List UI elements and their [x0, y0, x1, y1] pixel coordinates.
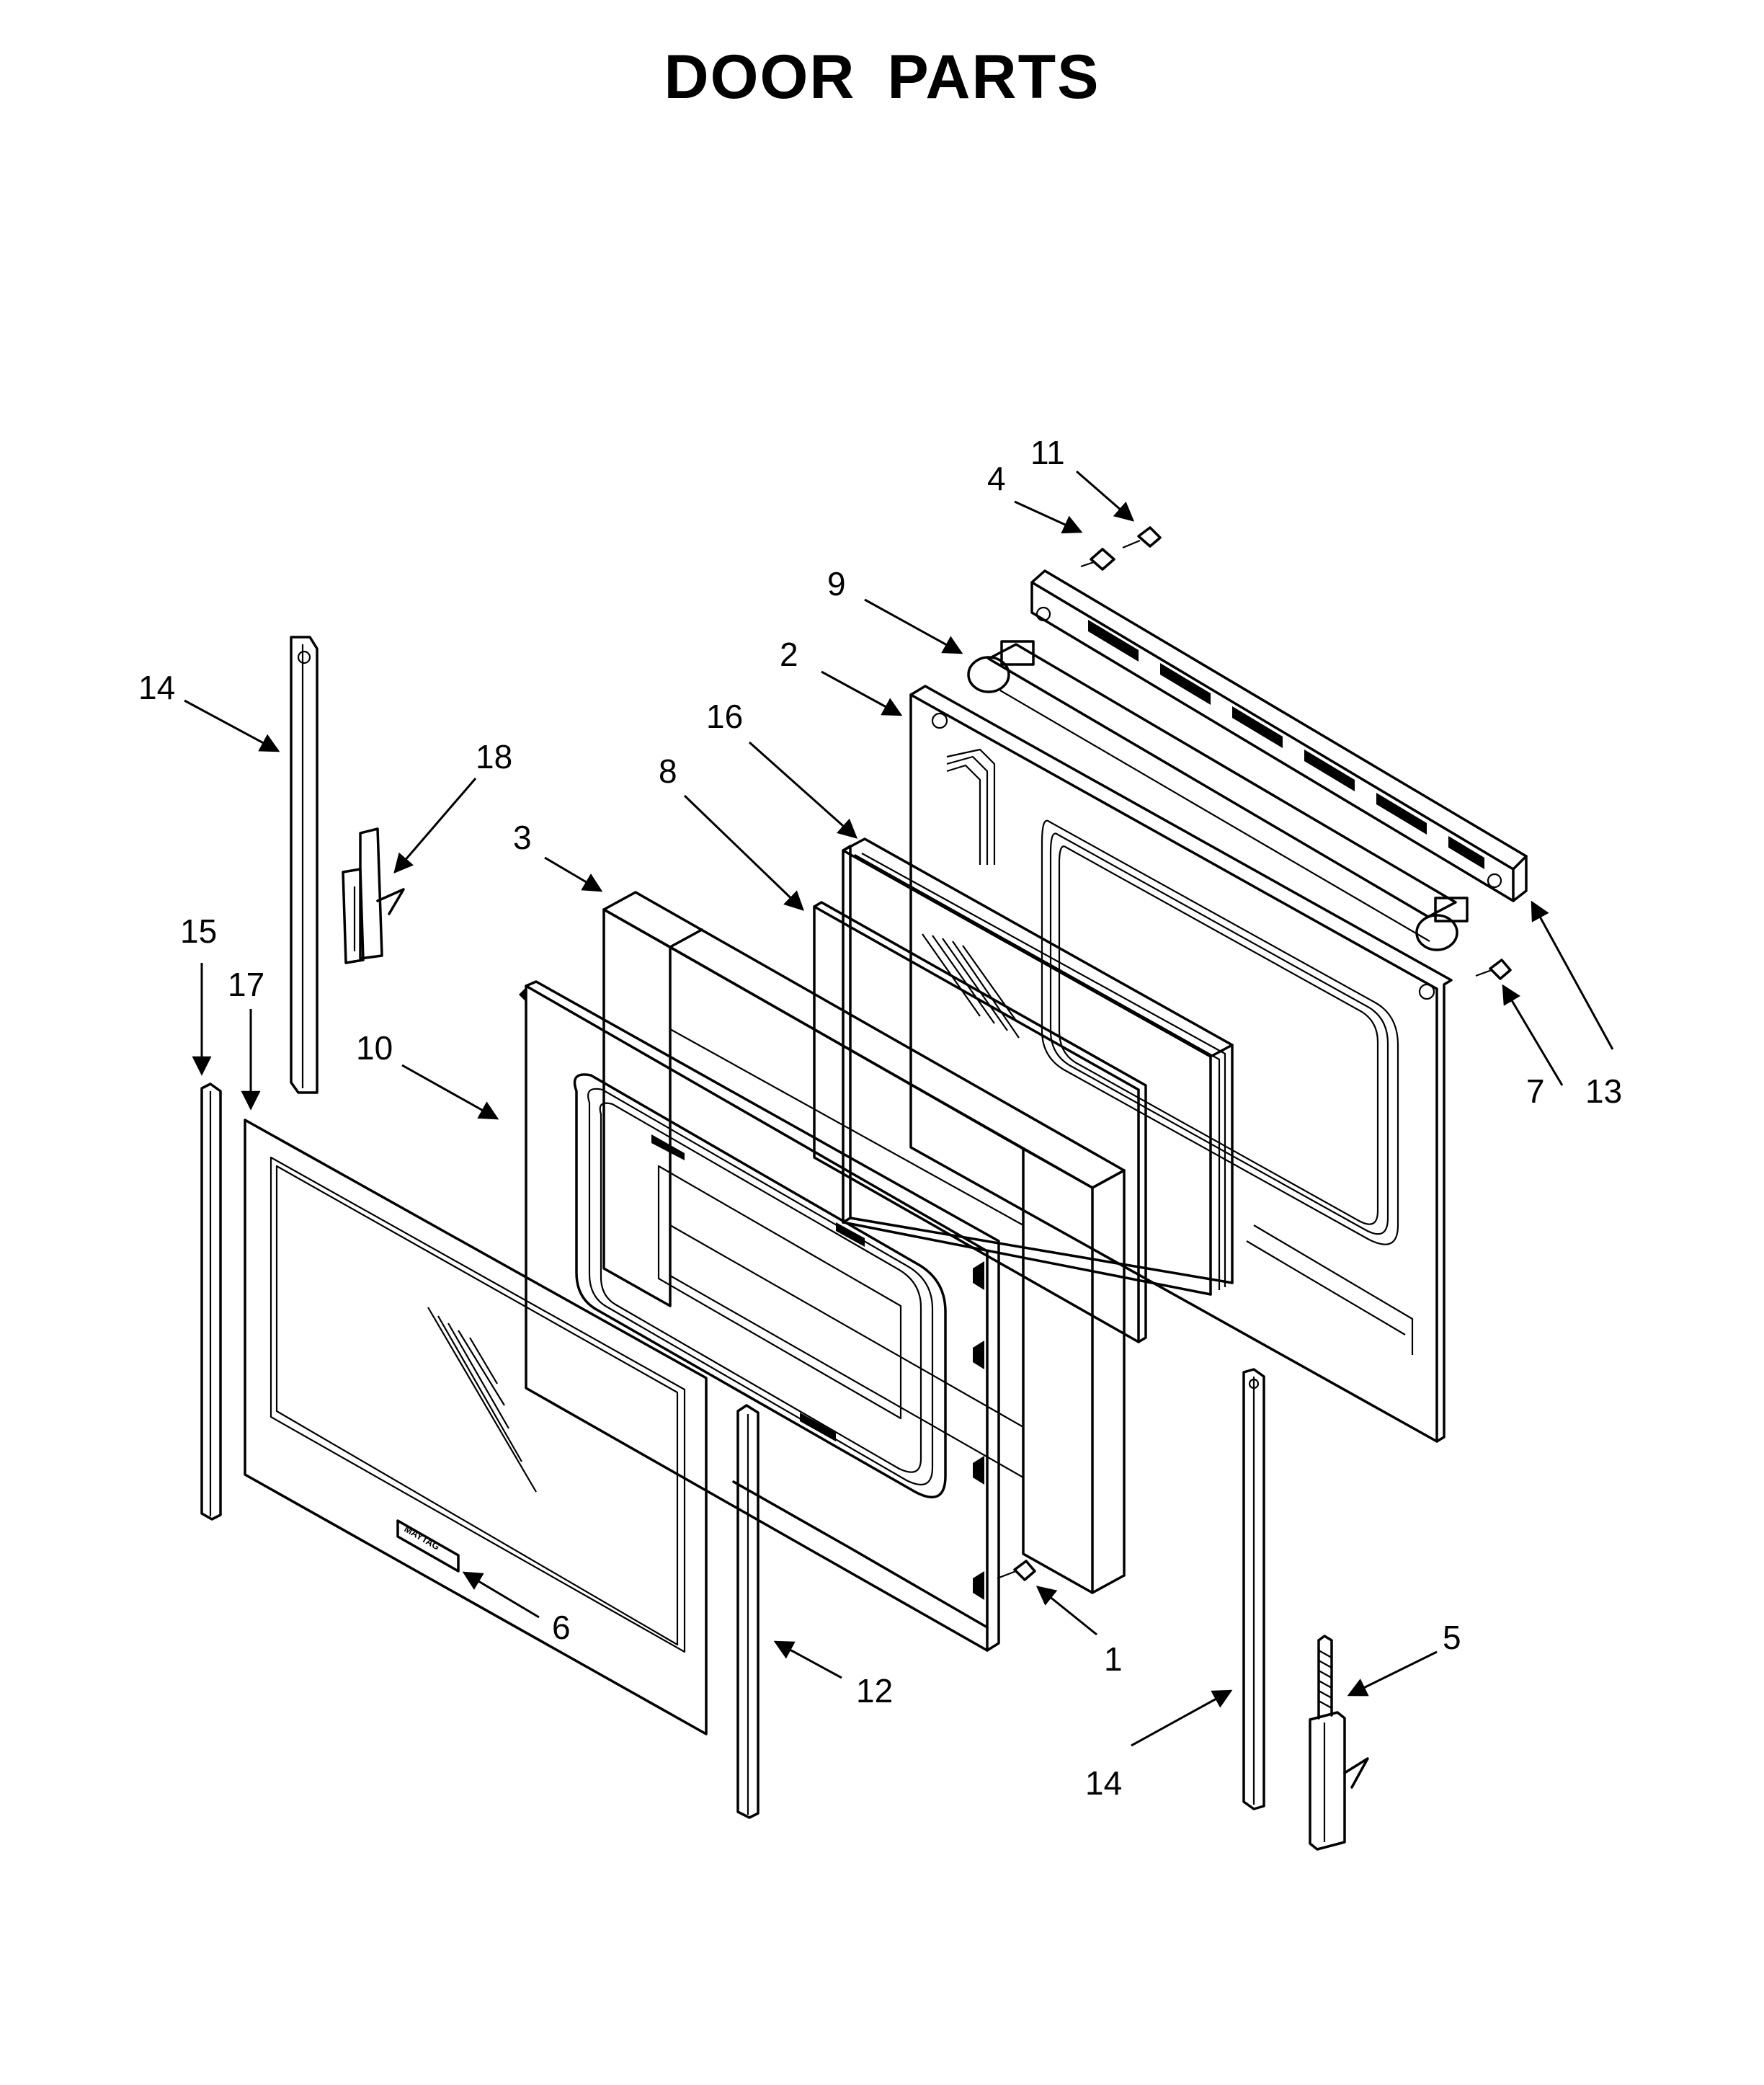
maytag-badge: MAYTAG — [396, 1519, 460, 1573]
page-title: DOOR PARTS — [664, 43, 1100, 112]
callout-4: 4 — [987, 460, 1006, 497]
svg-text:MAYTAG: MAYTAG — [403, 1524, 442, 1552]
callout-12: 12 — [856, 1672, 893, 1710]
part-12-side-trim — [736, 1404, 760, 1819]
part-4-screw — [1080, 548, 1115, 571]
part-11-screw — [1122, 526, 1162, 549]
part-5-hinge-spring — [1309, 1635, 1369, 1851]
part-15-side-trim — [200, 1082, 222, 1521]
part-16-gasket-frame — [842, 837, 1234, 1296]
callout-5: 5 — [1443, 1619, 1461, 1656]
part-8-glass-panel — [813, 901, 1147, 1343]
callout-1: 1 — [1104, 1640, 1123, 1678]
callout-14-right: 14 — [1085, 1764, 1122, 1802]
part-14-hinge-channel-right — [1242, 1368, 1265, 1810]
callout-14-left: 14 — [138, 669, 175, 706]
callout-15: 15 — [180, 912, 217, 950]
part-13-vent-trim — [1030, 569, 1528, 902]
part-14-hinge-channel-left — [290, 636, 318, 1094]
callout-18: 18 — [476, 738, 512, 775]
callout-9: 9 — [827, 565, 846, 603]
part-2-inner-door-panel — [909, 685, 1453, 1443]
part-9-door-handle — [967, 640, 1469, 951]
callout-labels: 4 11 9 2 16 8 3 18 14 15 17 10 7 13 1 6 … — [138, 434, 1622, 1802]
callout-17: 17 — [228, 966, 264, 1003]
part-17-outer-door-glass: MAYTAG — [244, 1119, 708, 1735]
leader-lines — [184, 470, 1614, 1747]
part-7-screw — [1475, 959, 1512, 980]
callout-10: 10 — [356, 1029, 393, 1067]
callout-7: 7 — [1526, 1072, 1545, 1110]
part-10-door-liner — [519, 980, 1000, 1652]
part-1-screw — [997, 1560, 1036, 1581]
callout-6: 6 — [552, 1609, 571, 1646]
callout-13: 13 — [1585, 1072, 1622, 1110]
part-18-hinge — [342, 827, 405, 964]
callout-11: 11 — [1030, 434, 1065, 471]
part-3-insulation — [602, 891, 1126, 1594]
callout-8: 8 — [659, 752, 677, 790]
callout-3: 3 — [513, 819, 532, 856]
callout-16: 16 — [706, 698, 743, 735]
callout-2: 2 — [780, 636, 798, 673]
